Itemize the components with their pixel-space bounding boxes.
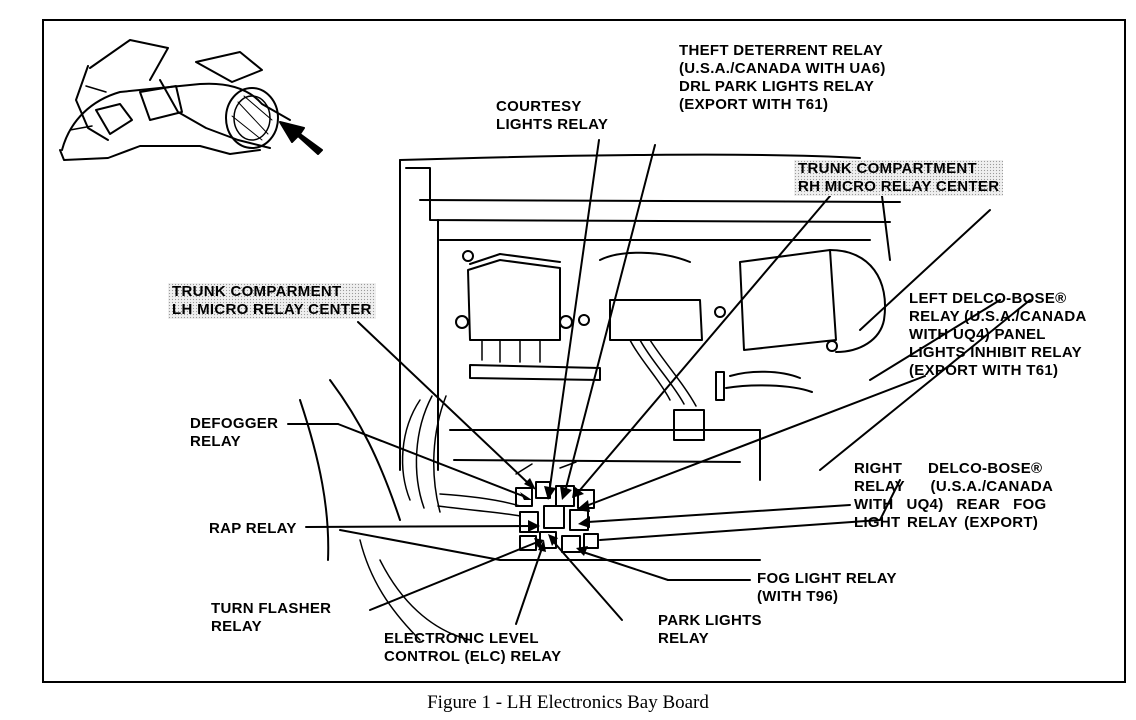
locator-arrow (279, 121, 323, 155)
left-delco-bose-relay-label: LEFT DELCO-BOSE® RELAY (U.S.A./CANADA WI… (909, 290, 1087, 379)
right-delco-bose-relay-label: RIGHT DELCO-BOSE® RELAY (U.S.A./CANADA W… (854, 460, 1054, 531)
leader-arrowheads (520, 478, 590, 556)
micro-relay-cluster (515, 461, 599, 553)
courtesy-lights-relay-label: COURTESY LIGHTS RELAY (496, 98, 609, 133)
figure-caption: Figure 1 - LH Electronics Bay Board (427, 692, 709, 713)
trunk-panel-outline (299, 153, 1031, 561)
elc-relay-label: ELECTRONIC LEVEL CONTROL (ELC) RELAY (384, 630, 562, 665)
leader-lines (287, 139, 926, 625)
trunk-lh-micro-relay-center-label: TRUNK COMPARMENT LH MICRO RELAY CENTER (168, 283, 376, 319)
park-lights-relay-label: PARK LIGHTS RELAY (658, 612, 762, 647)
fog-light-relay-label: FOG LIGHT RELAY (WITH T96) (757, 570, 897, 605)
car-locator-thumbnail (59, 39, 291, 161)
theft-deterrent-relay-label: THEFT DETERRENT RELAY (U.S.A./CANADA WIT… (679, 42, 886, 113)
left-relay-module (455, 250, 601, 381)
right-relay-module (715, 249, 886, 401)
trunk-rh-micro-relay-center-label: TRUNK COMPARTMENT RH MICRO RELAY CENTER (794, 160, 1004, 196)
wiring-harness (578, 251, 726, 441)
figure-frame (42, 19, 1126, 683)
defogger-relay-label: DEFOGGER RELAY (190, 415, 279, 450)
turn-flasher-relay-label: TURN FLASHER RELAY (211, 600, 332, 635)
rap-relay-label: RAP RELAY (209, 520, 297, 537)
left-wiring (359, 395, 521, 641)
